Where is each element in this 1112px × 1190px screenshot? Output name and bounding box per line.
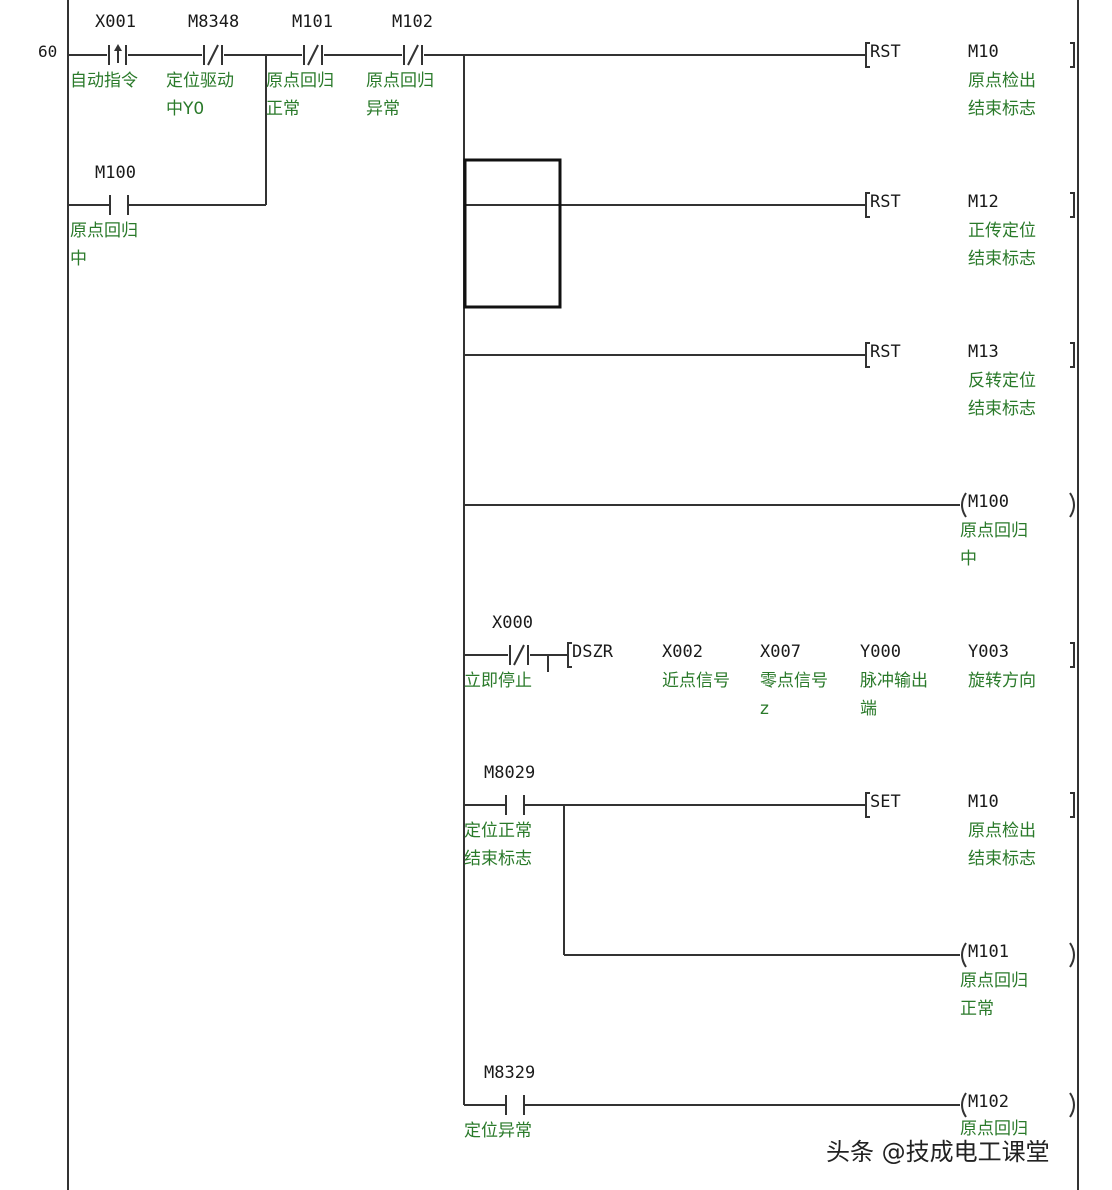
instruction-name: RST	[870, 342, 901, 362]
comment-line-2: 正常	[266, 99, 300, 119]
comment-line-1: 立即停止	[464, 671, 532, 691]
rising-edge-arrowhead-icon	[114, 44, 122, 51]
coil-device: M100	[968, 492, 1009, 512]
device-label: M102	[392, 12, 433, 32]
watermark: 头条 @技成电工课堂	[826, 1138, 1050, 1166]
operand-device: M13	[968, 342, 999, 362]
nc-slash-icon	[207, 44, 219, 66]
nc-slash-icon	[407, 44, 419, 66]
contact-m8348[interactable]: M8348 定位驱动 中Y0	[166, 12, 239, 119]
coil-device: M102	[968, 1092, 1009, 1112]
device-label: M8348	[188, 12, 239, 32]
comment-line-2: 中	[960, 549, 977, 569]
nc-slash-icon	[513, 644, 525, 666]
device-label: M8329	[484, 1063, 535, 1083]
coil-paren-left	[961, 492, 967, 518]
device-label: X001	[95, 12, 136, 32]
instruction-rst-m10[interactable]: RST M10 原点检出 结束标志	[865, 42, 1075, 119]
operand-device: M12	[968, 192, 999, 212]
instruction-bracket-right	[1070, 642, 1075, 668]
comment-line-1: 自动指令	[70, 71, 138, 91]
instruction-name: RST	[870, 192, 901, 212]
comment-line-2: 正常	[960, 999, 994, 1019]
instruction-bracket-right	[1070, 342, 1075, 368]
instruction-name: DSZR	[572, 642, 614, 662]
instruction-rst-m13[interactable]: RST M13 反转定位 结束标志	[865, 342, 1075, 419]
comment-line-1: 原点回归	[266, 71, 334, 91]
instruction-bracket-right	[1070, 192, 1075, 218]
operand-device: M10	[968, 792, 999, 812]
comment-line-1: 原点回归	[960, 521, 1028, 541]
comment-line-1: 定位正常	[464, 821, 532, 841]
operand-x002-comment-1: 近点信号	[662, 671, 730, 691]
contact-x001[interactable]: X001 自动指令	[70, 12, 138, 91]
instruction-bracket-left	[865, 792, 870, 818]
nc-slash-icon	[307, 44, 319, 66]
comment-line-1: 原点回归	[960, 1119, 1028, 1139]
highlight-box	[463, 158, 562, 309]
comment-line-1: 定位异常	[464, 1121, 532, 1141]
operand-y003-comment-1: 旋转方向	[968, 671, 1036, 691]
instruction-bracket-right	[1070, 792, 1075, 818]
comment-line-2: 结束标志	[968, 249, 1036, 269]
instruction-set-m10[interactable]: SET M10 原点检出 结束标志	[865, 792, 1075, 869]
instruction-name: RST	[870, 42, 901, 62]
comment-line-2: 中	[70, 249, 87, 269]
coil-paren-left	[961, 942, 967, 968]
comment-line-2: 中Y0	[166, 99, 204, 119]
operand-y000-comment-2: 端	[860, 699, 877, 719]
coil-m101[interactable]: M101 原点回归 正常	[960, 942, 1075, 1019]
comment-line-1: 原点回归	[960, 971, 1028, 991]
operand-x007-comment-1: 零点信号	[760, 671, 828, 691]
comment-line-2: 结束标志	[464, 849, 532, 869]
comment-line-2: 结束标志	[968, 99, 1036, 119]
contact-m100[interactable]: M100 原点回归 中	[70, 163, 138, 269]
comment-line-1: 原点检出	[968, 71, 1036, 91]
device-label: X000	[492, 613, 533, 633]
contact-m8029[interactable]: M8029 定位正常 结束标志	[464, 763, 535, 869]
main-rung-wires	[68, 54, 960, 1106]
coil-paren-left	[961, 1092, 967, 1118]
device-label: M101	[292, 12, 333, 32]
contact-m101[interactable]: M101 原点回归 正常	[266, 12, 334, 119]
operand-x007: X007	[760, 642, 801, 662]
comment-line-1: 原点检出	[968, 821, 1036, 841]
device-label: M8029	[484, 763, 535, 783]
instruction-bracket-left	[865, 342, 870, 368]
comment-line-2: 结束标志	[968, 849, 1036, 869]
comment-line-2: 结束标志	[968, 399, 1036, 419]
contact-x000[interactable]: X000 立即停止	[464, 613, 549, 691]
device-label: M100	[95, 163, 136, 183]
operand-y000: Y000	[860, 642, 901, 662]
comment-line-1: 反转定位	[968, 371, 1036, 391]
instruction-name: SET	[870, 792, 901, 812]
step-number: 60	[38, 42, 57, 61]
contact-m8329[interactable]: M8329 定位异常	[464, 1063, 535, 1141]
instruction-rst-m12[interactable]: RST M12 正传定位 结束标志	[865, 192, 1075, 269]
instruction-bracket-left	[865, 192, 870, 218]
coil-device: M101	[968, 942, 1009, 962]
comment-line-2: 异常	[366, 99, 400, 119]
instruction-bracket-right	[1070, 42, 1075, 68]
operand-x002: X002	[662, 642, 703, 662]
comment-line-1: 原点回归	[366, 71, 434, 91]
comment-line-1: 正传定位	[968, 221, 1036, 241]
coil-paren-right	[1069, 492, 1075, 518]
comment-line-1: 定位驱动	[166, 71, 234, 91]
instruction-bracket-left	[865, 42, 870, 68]
contact-m102[interactable]: M102 原点回归 异常	[366, 12, 434, 119]
coil-paren-right	[1069, 1092, 1075, 1118]
coil-paren-right	[1069, 942, 1075, 968]
comment-line-1: 原点回归	[70, 221, 138, 241]
operand-y003: Y003	[968, 642, 1009, 662]
operand-x007-comment-2: z	[760, 699, 769, 719]
instruction-bracket-left	[567, 642, 572, 668]
coil-m102[interactable]: M102 原点回归	[960, 1092, 1075, 1139]
operand-y000-comment-1: 脉冲输出	[860, 671, 928, 691]
coil-m100[interactable]: M100 原点回归 中	[960, 492, 1075, 569]
instruction-dszr[interactable]: DSZR X002 近点信号 X007 零点信号 z Y000 脉冲输出 端 Y…	[567, 642, 1075, 719]
operand-device: M10	[968, 42, 999, 62]
